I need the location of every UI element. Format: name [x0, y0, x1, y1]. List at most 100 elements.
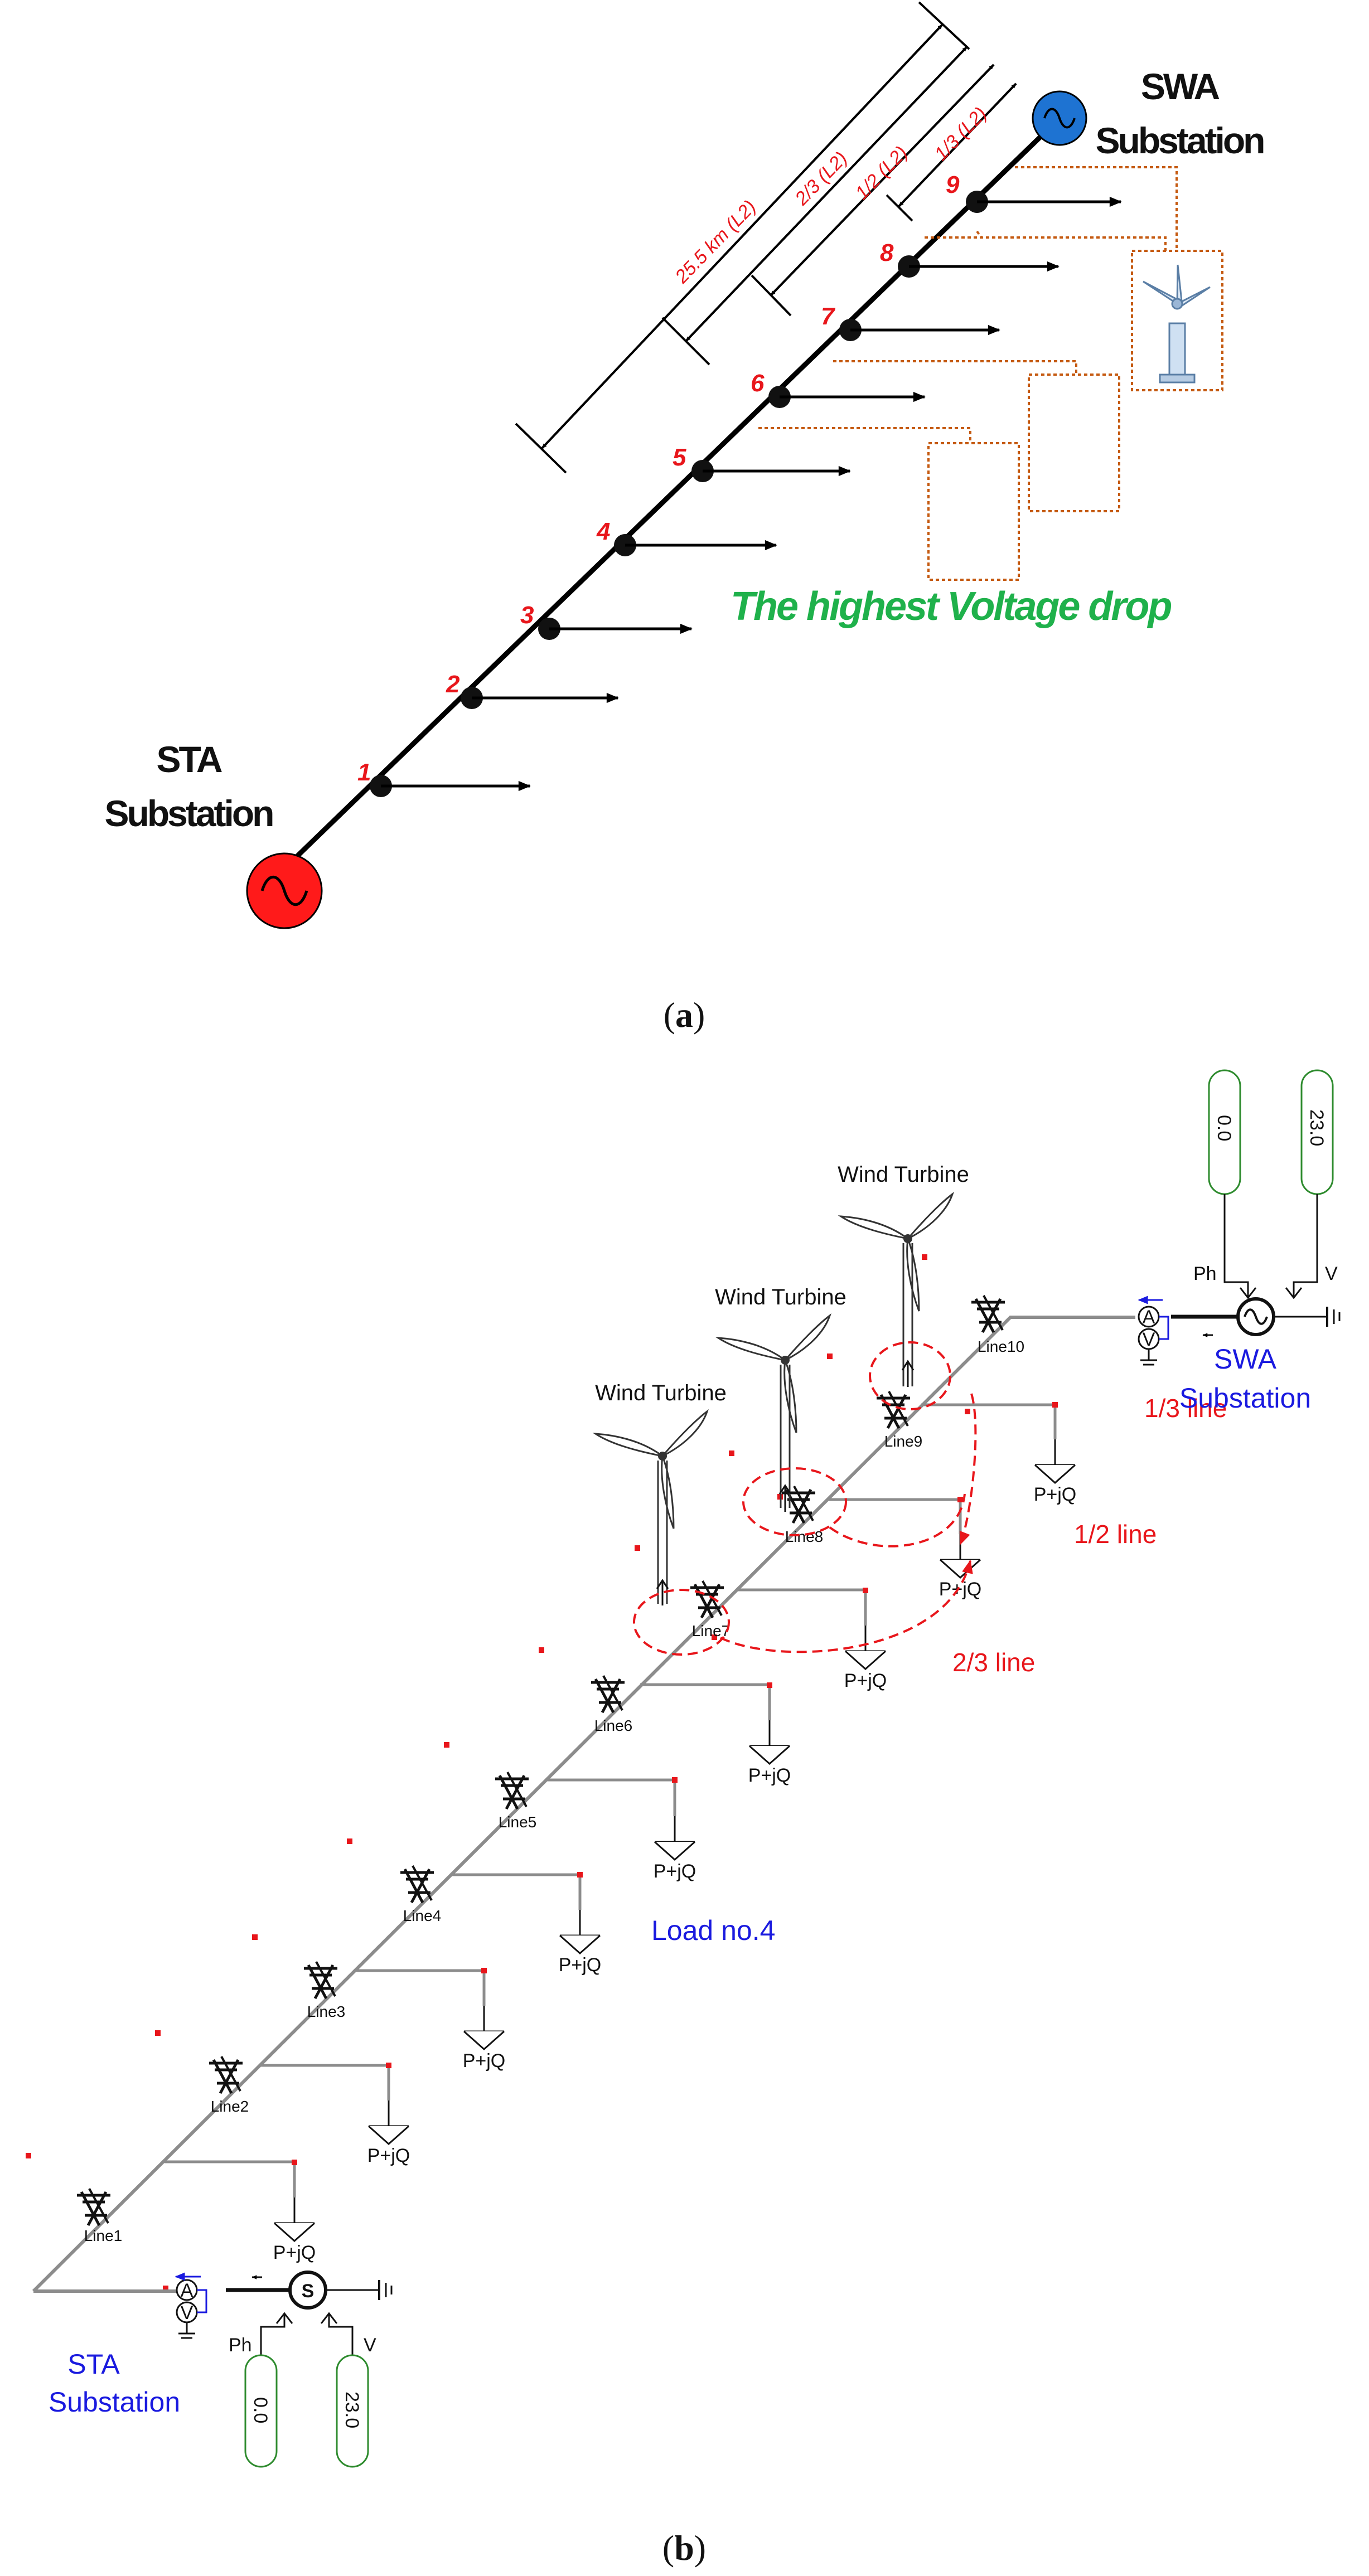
wind-turbine-1: Wind Turbine	[594, 1381, 727, 1605]
line-label-3: Line3	[307, 2003, 346, 2020]
v-value: 23.0	[1306, 1109, 1327, 1146]
voltmeter-glyph: V	[1143, 1329, 1155, 1350]
sta-label-b-line2: Substation	[49, 2386, 180, 2418]
sta-label-b-line1: STA	[67, 2349, 120, 2380]
load-2: P+jQ	[367, 2099, 410, 2166]
line-8: Line8	[782, 1486, 823, 1545]
node-number-8: 8	[880, 239, 894, 266]
line-label-6: Line6	[594, 1717, 633, 1734]
ph-input-box	[244, 2354, 278, 2468]
swa-label-b-line2: Substation	[1179, 1382, 1311, 1414]
load-1: P+jQ	[273, 2196, 316, 2263]
load-8: P+jQ	[939, 1533, 982, 1600]
load-7: P+jQ	[844, 1624, 887, 1691]
swa-label-line2: Substation	[1096, 120, 1264, 161]
node-number-1: 1	[357, 759, 371, 786]
panel-a: STA Substation SWA Substation 1 2 3 4	[105, 1, 1266, 1035]
line-label-1: Line1	[84, 2227, 123, 2244]
swa-source-icon	[1032, 90, 1087, 146]
wind-turbine-label: Wind Turbine	[595, 1381, 727, 1405]
node-1: 1	[357, 759, 531, 797]
v-value: 23.0	[341, 2391, 362, 2428]
dimension-lines	[515, 1, 1017, 474]
caption-a: (a)	[664, 995, 705, 1035]
wind-turbine-3: Wind Turbine	[838, 1162, 969, 1388]
connection-highlights	[633, 1341, 977, 1656]
wind-turbine-2: Wind Turbine	[715, 1285, 846, 1512]
load-6: P+jQ	[748, 1719, 791, 1786]
wind-turbine-icon	[1143, 264, 1211, 384]
node-3: 3	[520, 601, 693, 640]
ph-label: Ph	[1193, 1263, 1217, 1284]
load-label: P+jQ	[559, 1954, 602, 1976]
panel-b: P+jQ P+jQ P+jQ P+jQ P+jQ P+jQ P+jQ P+jQ …	[26, 1069, 1341, 2568]
feeder-line	[282, 122, 1056, 871]
line-1: Line1	[77, 2189, 122, 2244]
line-label-4: Line4	[403, 1907, 442, 1924]
node-9: 9	[946, 171, 1122, 213]
line-label-2: Line2	[211, 2098, 249, 2115]
line-6: Line6	[591, 1676, 632, 1734]
highest-voltage-drop-label: The highest Voltage drop	[731, 584, 1171, 629]
ph-label: Ph	[229, 2335, 252, 2356]
load-no-4-label: Load no.4	[651, 1915, 775, 1946]
sta-label-line1: STA	[156, 739, 221, 780]
node-7: 7	[821, 303, 1000, 341]
source-glyph: S	[302, 2281, 315, 2302]
node-6: 6	[751, 370, 926, 408]
sta-label-line2: Substation	[105, 793, 273, 834]
node-number-5: 5	[673, 444, 686, 471]
line-5: Line5	[495, 1772, 536, 1831]
line-label-10: Line10	[978, 1338, 1024, 1355]
wind-turbine-label: Wind Turbine	[715, 1285, 846, 1309]
load-label: P+jQ	[844, 1670, 887, 1691]
ammeter-glyph: A	[181, 2280, 194, 2301]
node-number-6: 6	[751, 370, 765, 397]
line-label-8: Line8	[785, 1528, 824, 1545]
node-number-9: 9	[946, 171, 960, 198]
line-label-5: Line5	[499, 1813, 537, 1831]
node-number-3: 3	[520, 601, 534, 629]
ac-symbol-icon	[1244, 1308, 1268, 1325]
dimension-label-half: 1/2 (L2)	[851, 142, 912, 204]
v-label: V	[364, 2335, 376, 2356]
line-label-9: Line9	[884, 1433, 923, 1450]
sta-source-icon	[246, 852, 323, 929]
line-7: Line7	[690, 1581, 730, 1639]
load-label: P+jQ	[654, 1861, 696, 1882]
feeder-line-b	[32, 1316, 1110, 2293]
ph-value: 0.0	[250, 2397, 271, 2423]
load-label: P+jQ	[367, 2145, 410, 2166]
ammeter-glyph: A	[1143, 1307, 1155, 1328]
note-two-thirds-line: 2/3 line	[952, 1648, 1035, 1677]
node-4: 4	[596, 518, 777, 556]
load-4: P+jQ	[559, 1909, 602, 1976]
line-10: Line10	[971, 1296, 1024, 1355]
voltmeter-glyph: V	[181, 2302, 194, 2323]
line-2: Line2	[209, 2056, 249, 2115]
ph-value: 0.0	[1213, 1115, 1235, 1141]
load-label: P+jQ	[748, 1765, 791, 1786]
node-8: 8	[880, 239, 1060, 278]
load-label: P+jQ	[1034, 1484, 1077, 1505]
load-label: P+jQ	[939, 1579, 982, 1600]
caption-b: (b)	[662, 2528, 706, 2568]
v-label: V	[1325, 1263, 1338, 1284]
line-3: Line3	[304, 1962, 345, 2020]
node-number-7: 7	[821, 303, 836, 330]
node-number-4: 4	[596, 518, 610, 545]
wind-turbine-label: Wind Turbine	[838, 1162, 969, 1187]
node-5: 5	[673, 444, 851, 482]
line-4: Line4	[400, 1866, 441, 1924]
note-one-third-line: 1/3 line	[1144, 1394, 1227, 1423]
load-5: P+jQ	[654, 1815, 696, 1882]
load-branches	[165, 1403, 1057, 2197]
node-number-2: 2	[446, 671, 460, 698]
dimension-label-third: 1/3 (L2)	[930, 103, 991, 165]
node-2: 2	[446, 671, 619, 709]
v-input-box	[336, 2354, 369, 2468]
line-9: Line9	[877, 1391, 922, 1450]
swa-label-b-line1: SWA	[1214, 1343, 1277, 1375]
note-half-line: 1/2 line	[1074, 1520, 1157, 1549]
